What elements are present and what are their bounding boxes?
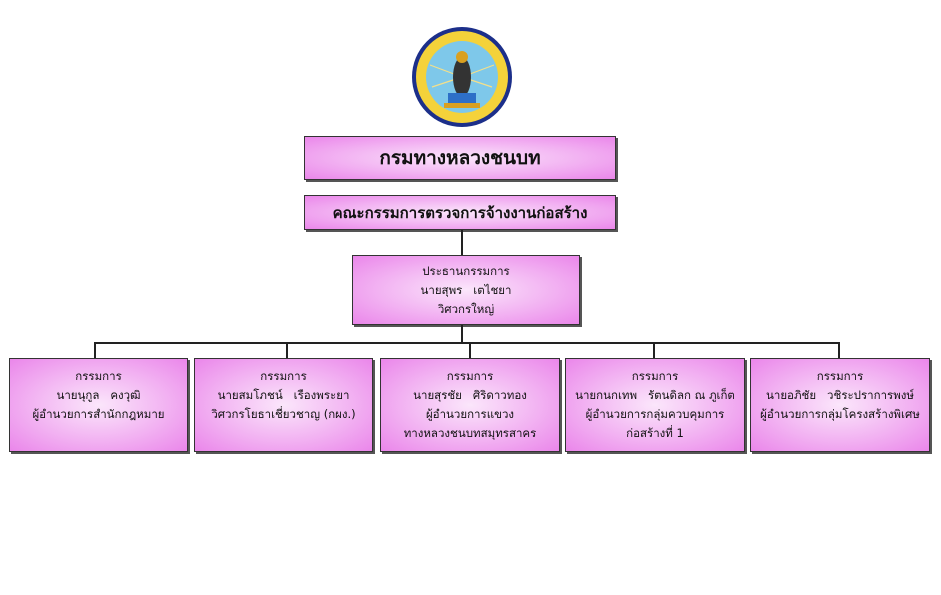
member-box: กรรมการ นายสุรชัย ศิริดาวทอง ผู้อำนวยการ… xyxy=(380,358,560,452)
member-position: วิศวกรโยธาเชี่ยวชาญ (กผง.) xyxy=(211,407,356,421)
connector-line xyxy=(461,230,463,255)
member-box: กรรมการ นายนุกูล คงวุฒิ ผู้อำนวยการสำนัก… xyxy=(9,358,188,452)
member-name: นายสมโภชน์ เรืองพระยา xyxy=(217,388,350,402)
member-position: ผู้อำนวยการแขวง xyxy=(425,407,515,421)
member-role: กรรมการ xyxy=(75,369,122,383)
department-title: กรมทางหลวงชนบท xyxy=(379,147,541,169)
member-position: ก่อสร้างที่ 1 xyxy=(626,426,684,440)
member-box: กรรมการ นายอภิชัย วชิระปราการพงษ์ ผู้อำน… xyxy=(750,358,930,452)
member-position: ทางหลวงชนบทสมุทรสาคร xyxy=(403,426,537,440)
connector-line xyxy=(838,342,840,358)
member-name: นายกนกเทพ รัตนดิลก ณ ภูเก็ต xyxy=(575,388,735,402)
connector-line xyxy=(469,342,471,358)
member-name: นายสุรชัย ศิริดาวทอง xyxy=(413,388,527,402)
member-role: กรรมการ xyxy=(816,369,864,383)
connector-line xyxy=(461,325,463,343)
chairman-role: ประธานกรรมการ xyxy=(422,263,510,278)
department-seal-logo xyxy=(412,27,512,127)
member-position: ผู้อำนวยการกลุ่มโครงสร้างพิเศษ xyxy=(760,407,920,421)
member-position: ผู้อำนวยการสำนักกฎหมาย xyxy=(32,407,165,421)
member-name: นายอภิชัย วชิระปราการพงษ์ xyxy=(766,388,914,402)
member-role: กรรมการ xyxy=(446,369,494,383)
member-role: กรรมการ xyxy=(260,369,307,383)
department-title-box: กรมทางหลวงชนบท xyxy=(304,136,616,180)
chairman-name: นายสุพร เตไชยา xyxy=(420,282,512,297)
connector-line xyxy=(94,342,96,358)
member-box: กรรมการ นายกนกเทพ รัตนดิลก ณ ภูเก็ต ผู้อ… xyxy=(565,358,745,452)
connector-line xyxy=(286,342,288,358)
member-box: กรรมการ นายสมโภชน์ เรืองพระยา วิศวกรโยธา… xyxy=(194,358,373,452)
chairman-position: วิศวกรใหญ่ xyxy=(437,301,495,316)
connector-line xyxy=(94,342,839,344)
committee-title-box: คณะกรรมการตรวจการจ้างงานก่อสร้าง xyxy=(304,195,616,230)
committee-title: คณะกรรมการตรวจการจ้างงานก่อสร้าง xyxy=(332,203,588,222)
chairman-box: ประธานกรรมการ นายสุพร เตไชยา วิศวกรใหญ่ xyxy=(352,255,580,325)
member-name: นายนุกูล คงวุฒิ xyxy=(56,388,141,402)
member-position: ผู้อำนวยการกลุ่มควบคุมการ xyxy=(585,407,725,421)
connector-line xyxy=(653,342,655,358)
member-role: กรรมการ xyxy=(631,369,679,383)
